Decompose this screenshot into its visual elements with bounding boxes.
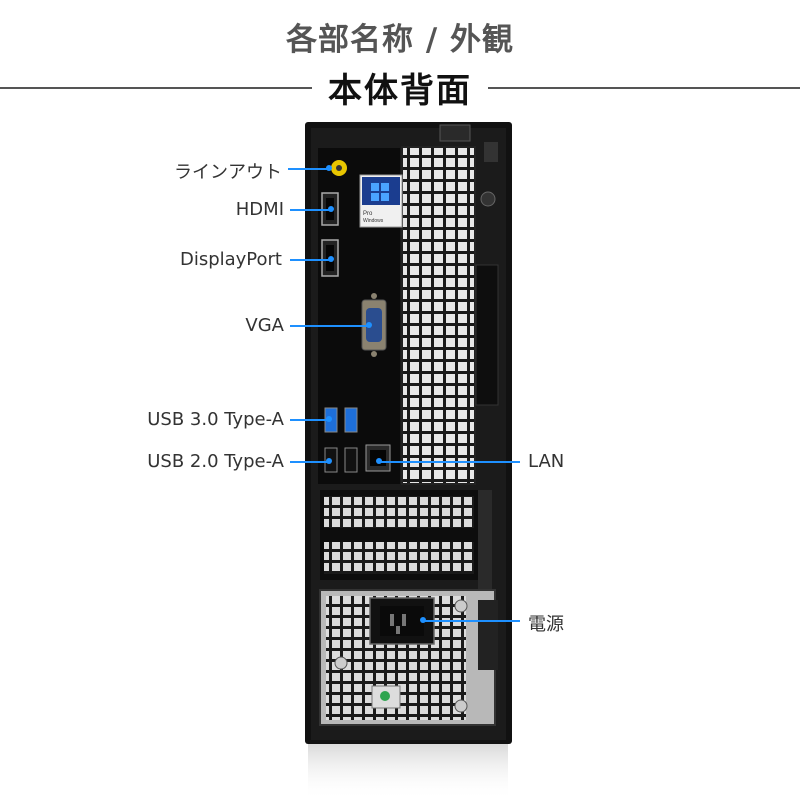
leader-lan [380,461,520,463]
leader-dot-usb3 [326,416,332,422]
leader-power [424,620,520,622]
page-title: 各部名称 / 外観 [286,22,514,58]
label-line-out: ラインアウト [174,162,282,183]
vent-grid-upper [402,147,475,484]
leader-usb2 [290,461,328,463]
leader-dot-line-out [326,165,332,171]
leader-dot-hdmi [328,206,334,212]
label-vga: VGA [245,315,284,336]
label-power: 電源 [528,614,564,635]
leader-dot-displayport [328,256,334,262]
divider-right [488,87,800,89]
leader-dot-usb2 [326,458,332,464]
leader-displayport [290,259,330,261]
leader-dot-vga [366,322,372,328]
floor-shadow [308,742,508,800]
windows-sticker-text-1: Pro [363,211,373,217]
divider-left [0,87,312,89]
usb3-port-2 [344,407,358,433]
leader-dot-power [420,617,426,623]
label-lan: LAN [528,451,565,472]
leader-vga [290,325,368,327]
leader-line-out [288,168,328,170]
label-usb2: USB 2.0 Type-A [147,451,284,472]
leader-usb3 [290,419,328,421]
windows-sticker-text-2: Windows [363,218,384,224]
usb2-port-2 [344,447,358,473]
label-usb3: USB 3.0 Type-A [147,409,284,430]
slot-cover-2 [324,542,474,574]
label-displayport: DisplayPort [179,249,282,270]
leader-dot-lan [376,458,382,464]
section-title: 本体背面 [328,71,472,111]
slot-cover-1 [324,496,474,528]
label-hdmi: HDMI [235,199,284,220]
psu-led [380,691,390,701]
leader-hdmi [290,209,330,211]
